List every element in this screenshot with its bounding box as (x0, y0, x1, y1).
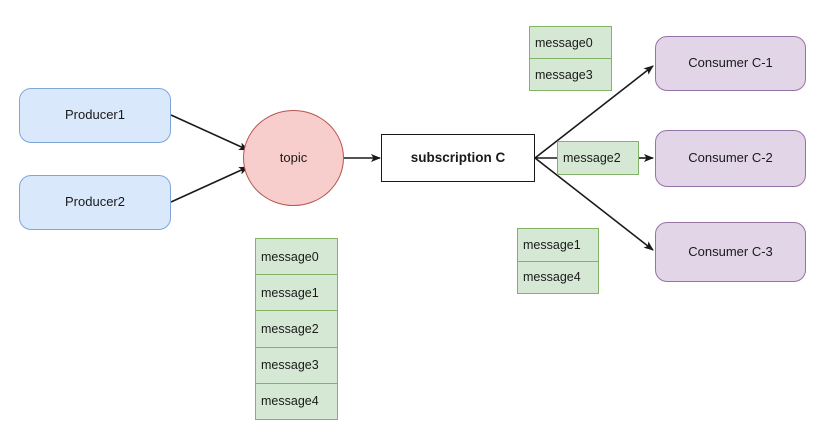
edge-producer2-topic (170, 166, 249, 203)
consumer-c2-message-stack: message2 (557, 141, 639, 175)
message-cell[interactable]: message3 (256, 348, 337, 384)
message-cell[interactable]: message0 (530, 27, 611, 59)
consumer-node-c2[interactable]: Consumer C-2 (655, 130, 806, 187)
message-cell[interactable]: message1 (256, 275, 337, 312)
consumer-label-c1: Consumer C-1 (688, 55, 773, 71)
producer-node-2[interactable]: Producer2 (19, 175, 171, 230)
consumer-node-c3[interactable]: Consumer C-3 (655, 222, 806, 282)
message-cell[interactable]: message4 (523, 270, 581, 285)
topic-node[interactable]: topic (243, 110, 344, 206)
message-cell[interactable]: message2 (256, 311, 337, 348)
message-cell[interactable]: message2 (563, 151, 621, 165)
consumer-label-c2: Consumer C-2 (688, 150, 773, 166)
topic-message-stack: message0 message1 message2 message3 mess… (255, 238, 338, 420)
producer-label-1: Producer1 (65, 107, 125, 123)
edge-producer1-topic (170, 114, 249, 151)
message-cell[interactable]: message3 (535, 67, 593, 82)
consumer-c1-message-stack: message0 message3 (529, 26, 612, 91)
producer-label-2: Producer2 (65, 194, 125, 210)
topic-label: topic (279, 149, 308, 165)
subscription-label: subscription C (410, 150, 506, 166)
message-cell[interactable]: message4 (261, 394, 319, 409)
message-cell[interactable]: message1 (518, 229, 598, 262)
consumer-c3-message-stack: message1 message4 (517, 228, 599, 294)
consumer-node-c1[interactable]: Consumer C-1 (655, 36, 806, 91)
message-cell[interactable]: message0 (256, 239, 337, 276)
producer-node-1[interactable]: Producer1 (19, 88, 171, 143)
subscription-node[interactable]: subscription C (381, 134, 535, 182)
consumer-label-c3: Consumer C-3 (688, 243, 773, 259)
